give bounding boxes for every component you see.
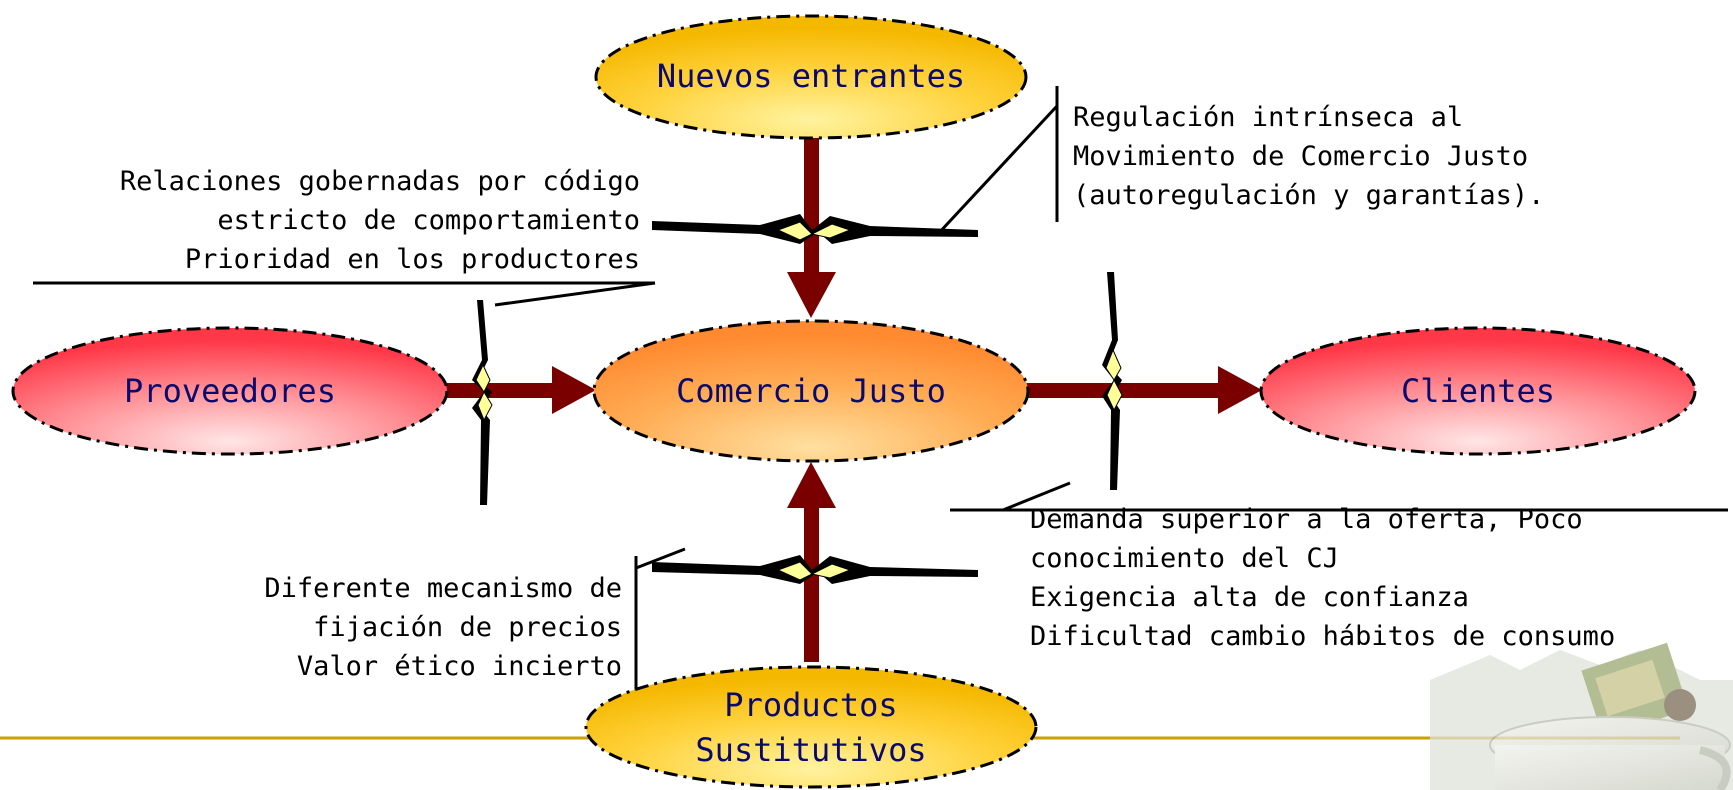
node-comercio-justo xyxy=(592,319,1030,463)
annotation-clientes-line4: Dificultad cambio hábitos de consumo xyxy=(1030,621,1616,652)
barrier-sustitutivos xyxy=(652,555,978,584)
arrow-proveedores-head xyxy=(552,366,596,414)
node-clientes xyxy=(1259,326,1697,456)
arrow-entrantes-head xyxy=(787,272,836,318)
annotation-clientes-line3: Exigencia alta de confianza xyxy=(1030,582,1469,613)
annotation-proveedores-line2: estricto de comportamiento xyxy=(217,205,640,236)
arrows xyxy=(446,135,1262,662)
annotation-clientes-line1: Demanda superior a la oferta, Poco xyxy=(1030,504,1583,535)
barrier-clientes xyxy=(1102,272,1123,490)
annotation-entrantes-line1: Regulación intrínseca al xyxy=(1073,102,1464,133)
callout-sustitutivos-diagonal xyxy=(635,547,686,570)
annotation-sustitutivos-line3: Valor ético incierto xyxy=(296,651,622,682)
node-productos-sustitutivos xyxy=(584,665,1038,789)
label-proveedores: Proveedores xyxy=(124,372,336,410)
label-productos-sustitutivos-line2: Sustitutivos xyxy=(695,731,927,769)
annotation-sustitutivos-line1: Diferente mecanismo de xyxy=(264,573,622,604)
arrow-entrantes-shaft xyxy=(804,135,819,275)
annotation-proveedores-line1: Relaciones gobernadas por código xyxy=(119,166,640,197)
label-comercio-justo: Comercio Justo xyxy=(676,372,946,410)
label-nuevos-entrantes: Nuevos entrantes xyxy=(656,57,966,95)
barrier-entrantes xyxy=(652,214,978,244)
barrier-proveedores xyxy=(472,300,493,505)
label-clientes: Clientes xyxy=(1400,372,1556,410)
annotation-proveedores-line3: Prioridad en los productores xyxy=(184,244,640,275)
arrow-clientes-head xyxy=(1218,366,1262,414)
annotation-entrantes-line2: Movimiento de Comercio Justo xyxy=(1073,141,1529,172)
arrow-proveedores-shaft xyxy=(446,383,556,398)
callout-proveedores-diagonal xyxy=(494,281,656,307)
callout-entrantes-diagonal xyxy=(935,104,1059,237)
annotation-sustitutivos-line2: fijación de precios xyxy=(313,612,622,643)
label-productos-sustitutivos-line1: Productos xyxy=(724,686,898,724)
node-proveedores xyxy=(11,326,449,456)
arrow-sustitutivos-head xyxy=(787,462,836,508)
annotation-clientes-line2: conocimiento del CJ xyxy=(1030,543,1339,574)
callout-clientes-diagonal xyxy=(1002,481,1071,512)
arrow-sustitutivos-shaft xyxy=(804,505,819,662)
annotation-entrantes-line3: (autoregulación y garantías). xyxy=(1073,180,1545,211)
arrow-clientes-shaft xyxy=(1025,383,1220,398)
callout-lines xyxy=(33,86,1728,690)
decorative-coffee-image xyxy=(1430,642,1733,790)
node-nuevos-entrantes xyxy=(594,14,1028,140)
